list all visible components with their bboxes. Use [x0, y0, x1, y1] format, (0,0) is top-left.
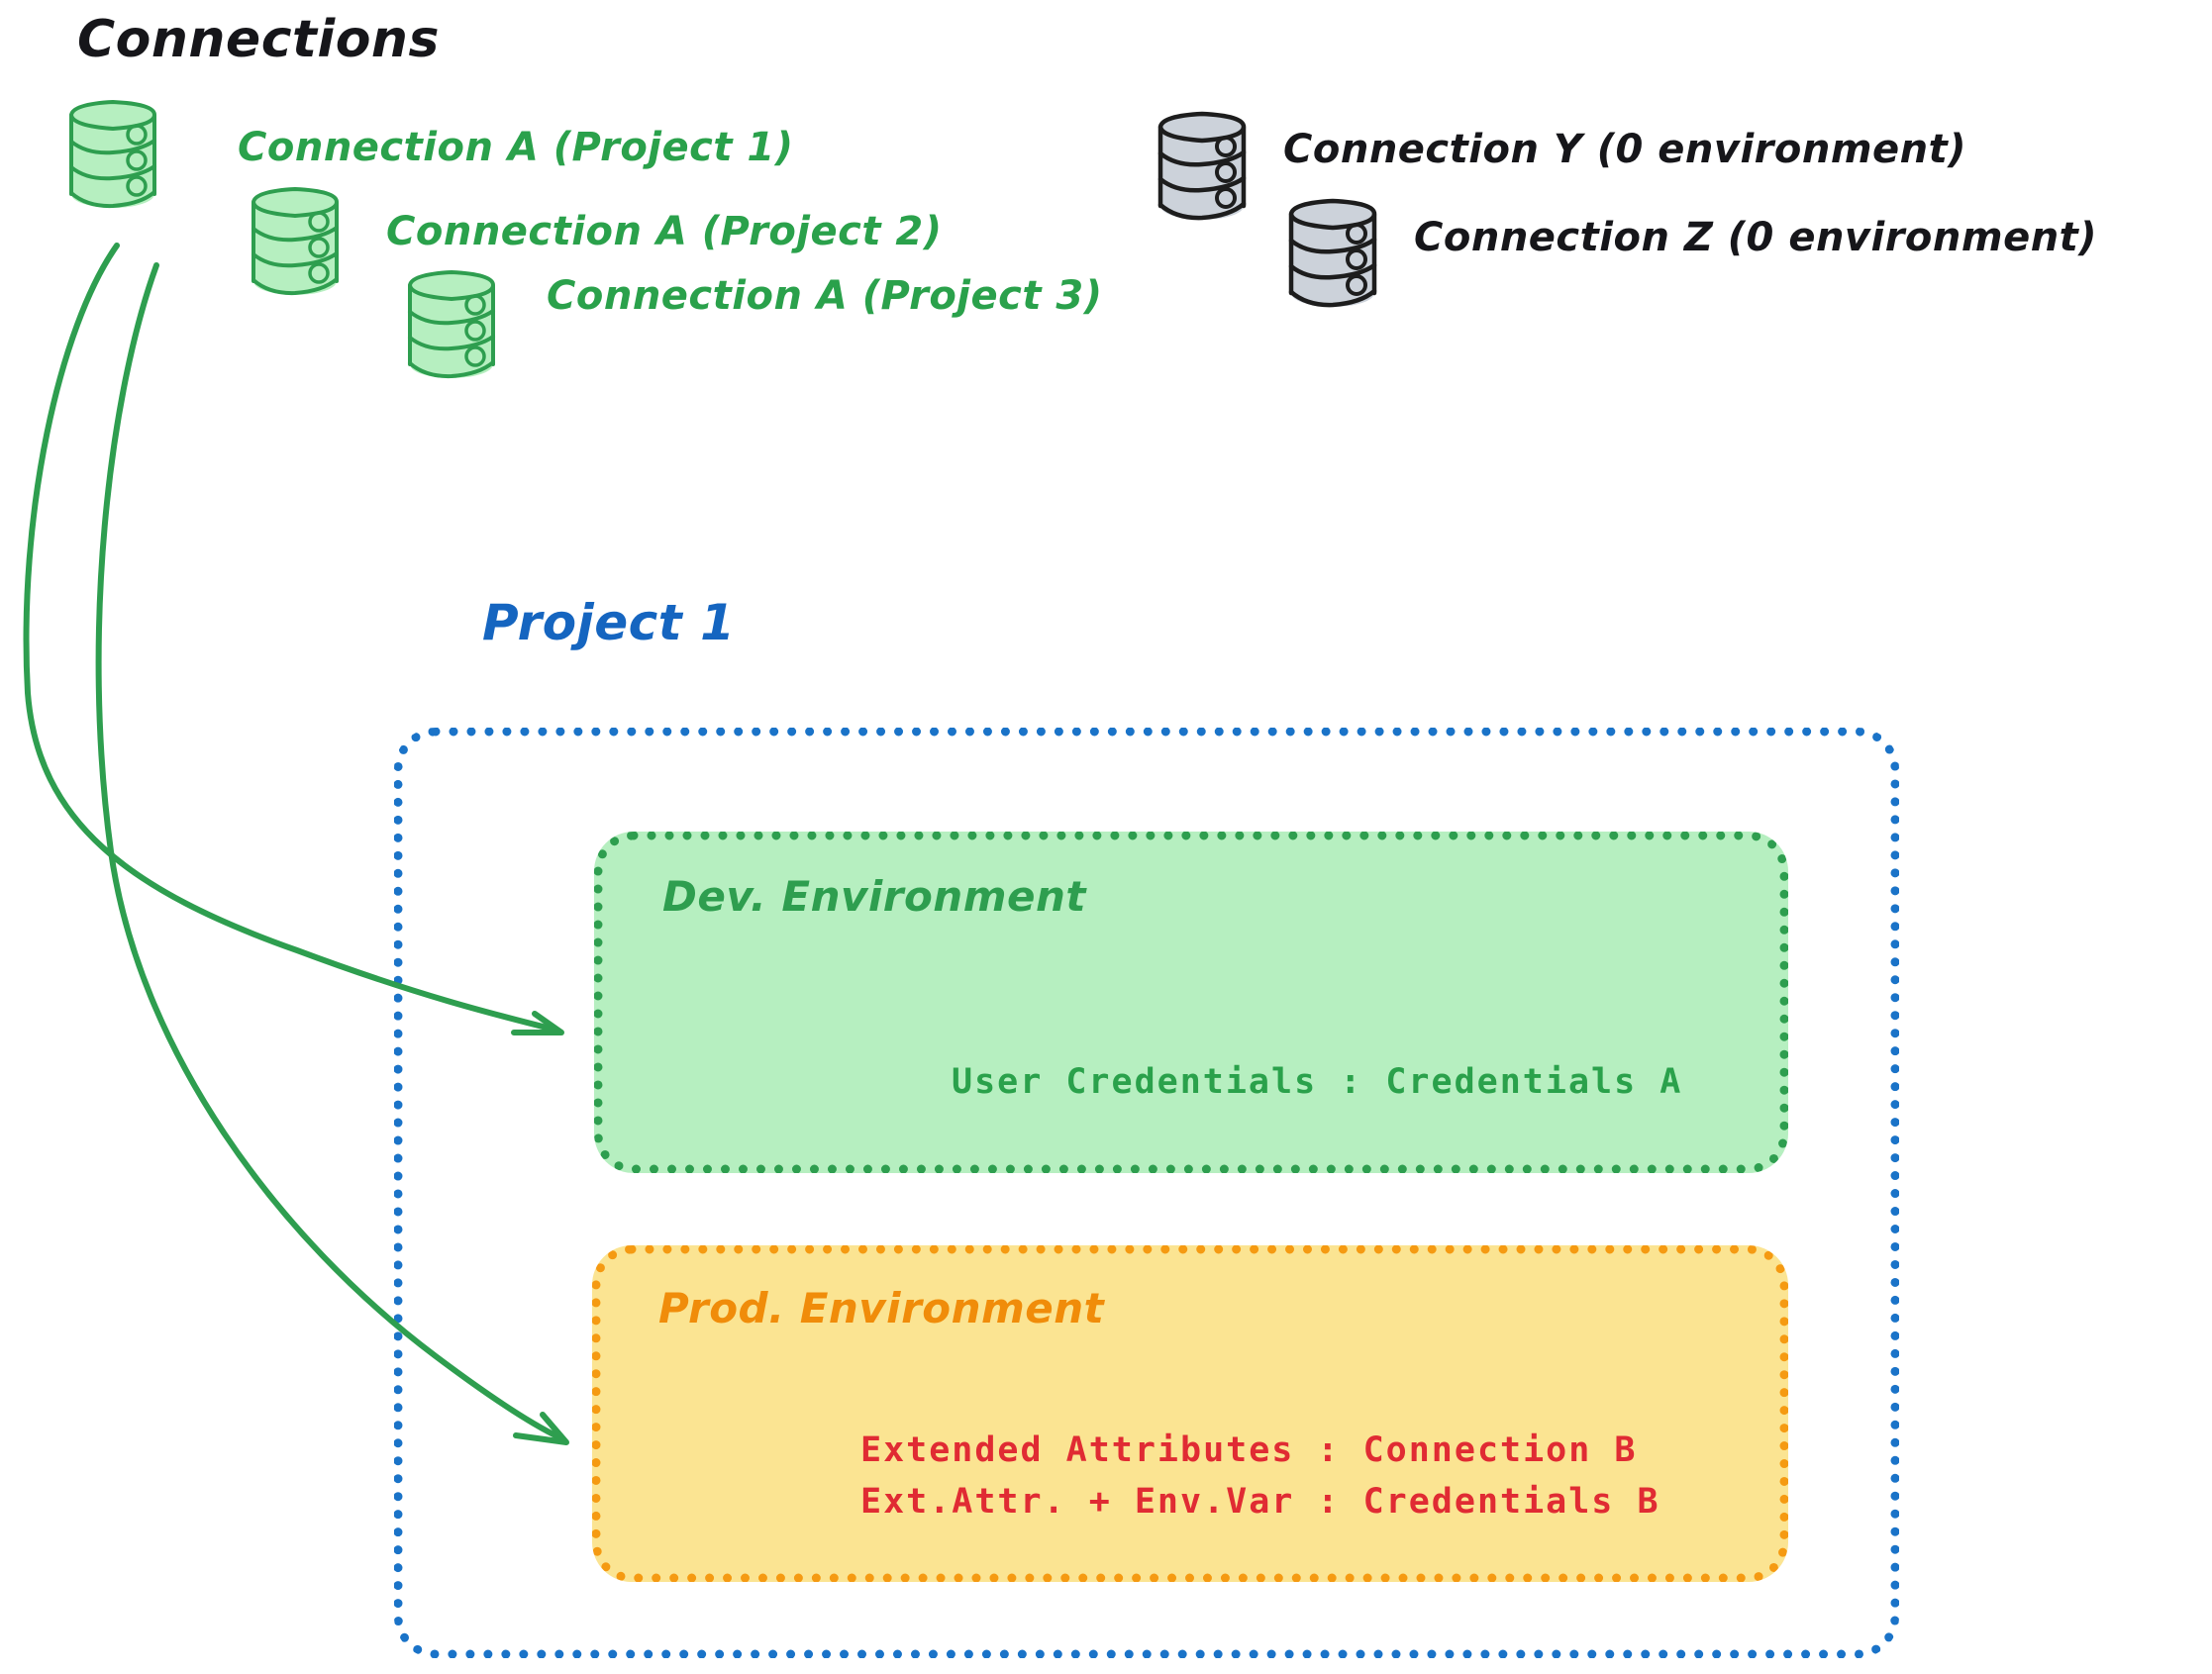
connection-label-conn-a-p3: Connection A (Project 3): [547, 273, 1103, 319]
page-title: Connections: [77, 10, 440, 69]
prod-environment-box[interactable]: Prod. Environment Extended Attributes : …: [592, 1245, 1788, 1582]
connection-label-conn-a-p2: Connection A (Project 2): [386, 209, 943, 254]
connection-label-conn-a-p1: Connection A (Project 1): [238, 125, 794, 170]
grey-database-icon[interactable]: [1287, 198, 1378, 309]
connection-label-conn-z: Connection Z (0 environment): [1414, 215, 2098, 260]
green-database-icon[interactable]: [250, 186, 341, 297]
prod-environment-line: Extended Attributes : Connection B: [860, 1430, 1638, 1470]
green-database-icon[interactable]: [67, 99, 158, 210]
connection-label-conn-y: Connection Y (0 environment): [1283, 127, 1967, 172]
dev-environment-title: Dev. Environment: [662, 872, 1086, 921]
project-title: Project 1: [482, 594, 736, 651]
dev-environment-box[interactable]: Dev. Environment User Credentials : Cred…: [594, 832, 1788, 1173]
grey-database-icon[interactable]: [1156, 111, 1248, 222]
dev-environment-line: User Credentials : Credentials A: [952, 1062, 1683, 1102]
prod-environment-title: Prod. Environment: [658, 1284, 1105, 1332]
green-database-icon[interactable]: [406, 269, 497, 380]
prod-environment-line: Ext.Attr. + Env.Var : Credentials B: [860, 1482, 1660, 1522]
